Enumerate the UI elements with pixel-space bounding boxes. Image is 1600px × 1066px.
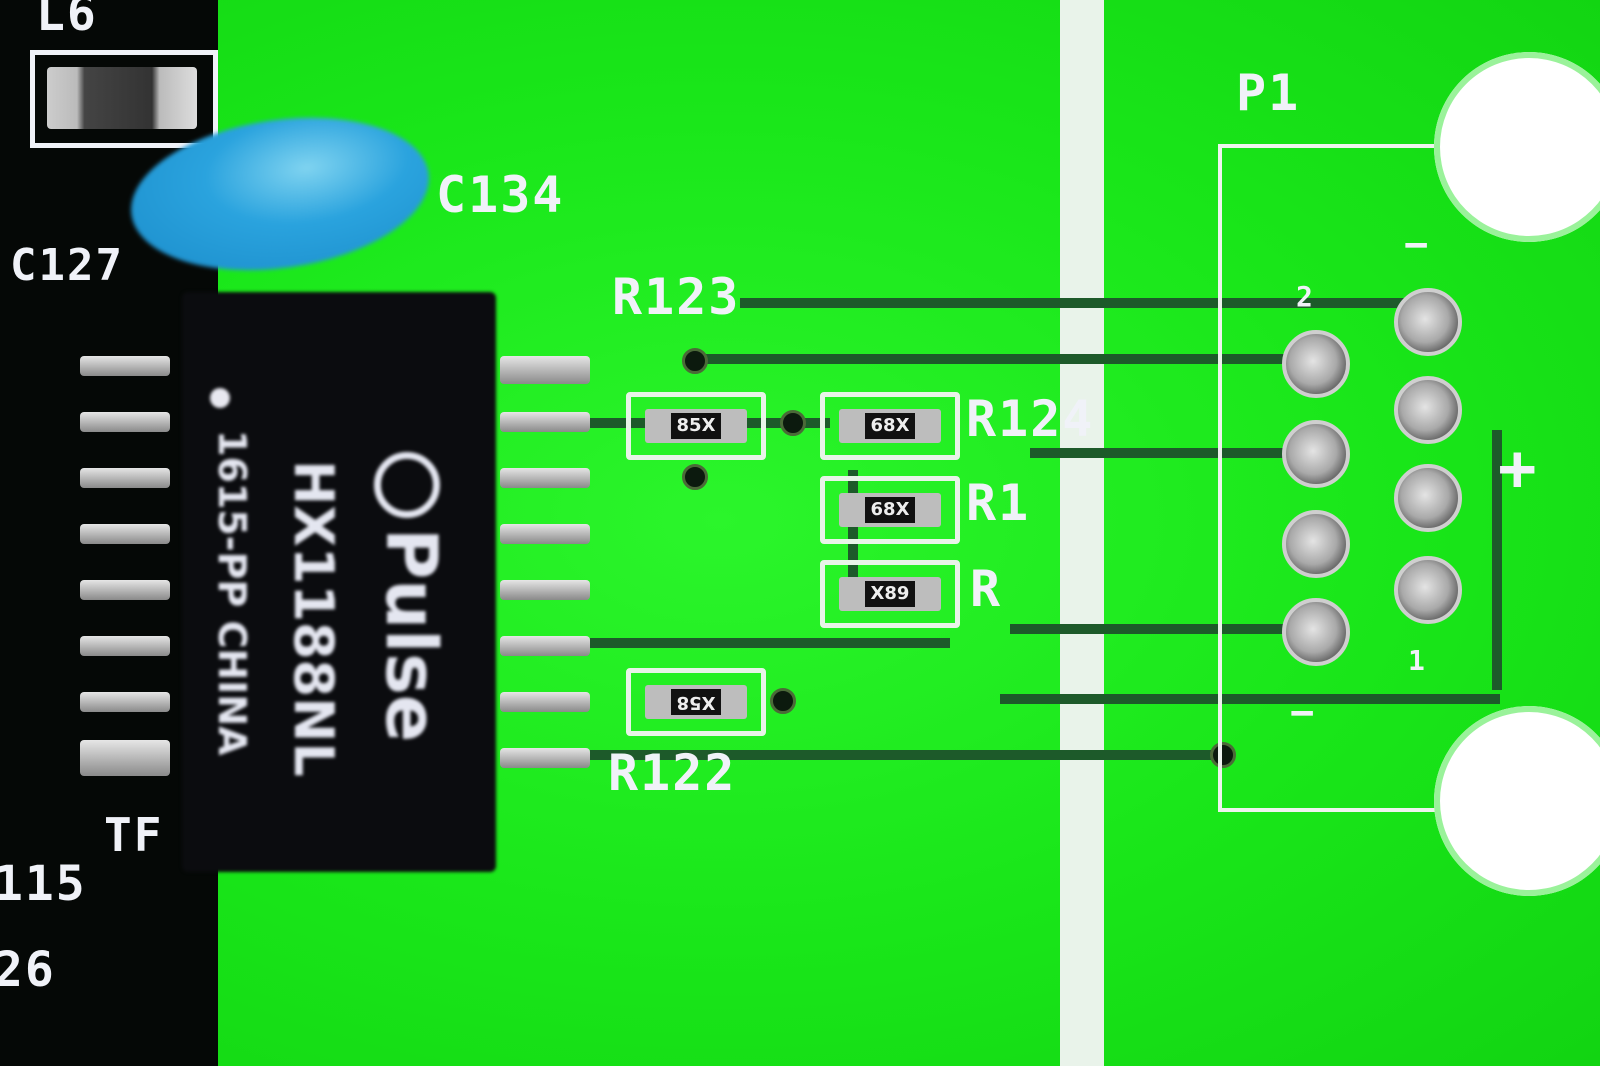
chip-pin bbox=[80, 356, 170, 376]
resistor-code: X89 bbox=[865, 581, 915, 607]
chip-pin bbox=[80, 412, 170, 432]
chip-pin bbox=[500, 748, 590, 768]
label-p1: P1 bbox=[1236, 64, 1301, 122]
trace bbox=[590, 750, 1230, 760]
connector-pad bbox=[1394, 376, 1462, 444]
label-tf: TF bbox=[104, 808, 164, 862]
chip-pin bbox=[500, 468, 590, 488]
label-26: 26 bbox=[0, 942, 56, 998]
label-r122: R122 bbox=[608, 744, 737, 802]
label-minus: − bbox=[1404, 222, 1431, 268]
connector-pad bbox=[1282, 510, 1350, 578]
transformer-chip: Pulse HX1188NL 1615-PP CHINA bbox=[182, 292, 496, 872]
resistor: X58 bbox=[626, 668, 766, 736]
trace bbox=[1492, 430, 1502, 690]
connector-outline bbox=[1218, 144, 1452, 812]
connector-pad bbox=[1282, 598, 1350, 666]
chip-pin bbox=[500, 692, 590, 712]
connector-pad bbox=[1394, 288, 1462, 356]
resistor: 68X bbox=[820, 392, 960, 460]
trace bbox=[1030, 448, 1300, 458]
label-115: 115 bbox=[0, 856, 87, 912]
connector-pad bbox=[1282, 330, 1350, 398]
silkscreen-stripe bbox=[1060, 0, 1104, 1066]
label-plus: + bbox=[1498, 432, 1539, 506]
trace bbox=[590, 638, 950, 648]
chip-pin bbox=[500, 412, 590, 432]
connector-pad bbox=[1394, 556, 1462, 624]
mounting-hole bbox=[1434, 52, 1600, 242]
resistor: 85X bbox=[626, 392, 766, 460]
label-pin-2: 2 bbox=[1296, 280, 1315, 313]
resistor-code: 68X bbox=[865, 497, 915, 523]
resistor-code: X58 bbox=[671, 689, 721, 715]
resistor-code: 85X bbox=[671, 413, 721, 439]
label-minus: − bbox=[1290, 690, 1317, 736]
chip-pin bbox=[80, 524, 170, 544]
via bbox=[770, 688, 796, 714]
chip-pin bbox=[80, 468, 170, 488]
via bbox=[780, 410, 806, 436]
label-r1: R1 bbox=[966, 474, 1031, 532]
chip-part-number: HX1188NL bbox=[282, 460, 345, 777]
chip-pin bbox=[80, 740, 170, 776]
trace bbox=[740, 298, 1420, 308]
label-pin-1: 1 bbox=[1408, 644, 1427, 677]
connector-pad bbox=[1394, 464, 1462, 532]
mounting-hole bbox=[1434, 706, 1600, 896]
chip-pin bbox=[80, 580, 170, 600]
resistor-code: 68X bbox=[865, 413, 915, 439]
chip-pin bbox=[80, 636, 170, 656]
pulse-logo-icon bbox=[374, 452, 440, 518]
chip-lot: 1615-PP CHINA bbox=[210, 430, 254, 756]
label-r: R bbox=[970, 560, 1003, 618]
resistor: X89 bbox=[820, 560, 960, 628]
via bbox=[1210, 742, 1236, 768]
chip-pin bbox=[500, 636, 590, 656]
label-r123: R123 bbox=[612, 268, 741, 326]
connector-pad bbox=[1282, 420, 1350, 488]
trace bbox=[848, 470, 858, 590]
via bbox=[682, 348, 708, 374]
chip-brand: Pulse bbox=[370, 528, 452, 743]
trace bbox=[700, 354, 1300, 364]
chip-pin bbox=[500, 356, 590, 384]
label-r124: R124 bbox=[966, 390, 1095, 448]
trace bbox=[1010, 624, 1300, 634]
chip-pin bbox=[500, 580, 590, 600]
trace bbox=[1000, 694, 1500, 704]
resistor: 68X bbox=[820, 476, 960, 544]
inductor-body bbox=[47, 67, 197, 129]
via bbox=[682, 464, 708, 490]
chip-pin bbox=[80, 692, 170, 712]
pin1-dot-icon bbox=[210, 388, 230, 408]
label-c134: C134 bbox=[436, 166, 565, 224]
inductor-l6 bbox=[30, 50, 218, 148]
label-l6: L6 bbox=[36, 0, 98, 42]
label-c127: C127 bbox=[10, 240, 124, 291]
chip-pin bbox=[500, 524, 590, 544]
